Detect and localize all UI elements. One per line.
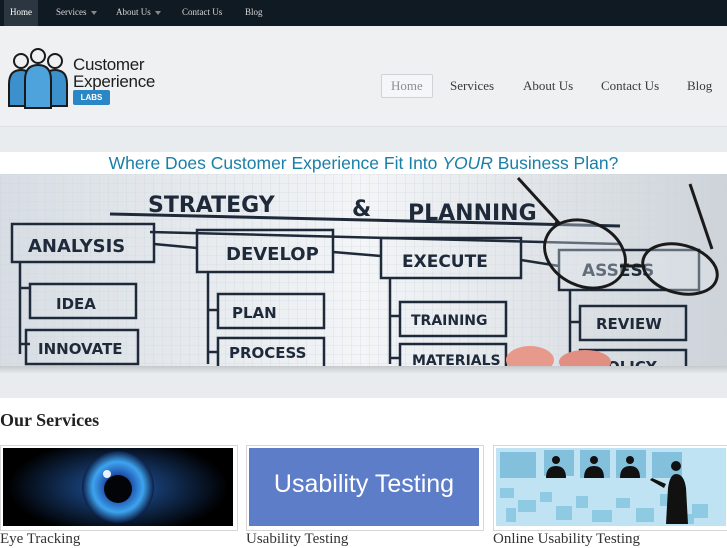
topbar-blog-link[interactable]: Blog	[245, 7, 263, 17]
eye-icon	[3, 448, 233, 526]
service-label-eye-tracking[interactable]: Eye Tracking	[0, 531, 81, 547]
hero-title-emphasis: YOUR	[442, 153, 493, 173]
logo-people-icon[interactable]	[6, 46, 70, 110]
hand-icon	[506, 346, 611, 368]
nav-contact-us[interactable]: Contact Us	[601, 78, 660, 93]
topbar-about-label: About Us	[116, 7, 151, 17]
sub-policy: POLICY	[596, 358, 658, 368]
chevron-down-icon	[90, 10, 97, 15]
glasses-icon	[516, 176, 719, 296]
column-execute: EXECUTE	[402, 252, 488, 272]
service-label-online-usability-testing[interactable]: Online Usability Testing	[493, 531, 640, 547]
logo-wordmark[interactable]: Customer Experience	[73, 56, 155, 90]
sub-idea: IDEA	[56, 295, 96, 313]
sub-process: PROCESS	[229, 344, 306, 362]
nav-home[interactable]: Home	[381, 74, 433, 98]
service-card-online-usability[interactable]	[493, 445, 727, 531]
hero-slider-image[interactable]: STRATEGY & PLANNING ANALYSIS	[0, 174, 727, 368]
eye-tracking-thumbnail[interactable]	[3, 448, 233, 526]
heading-strategy: STRATEGY	[148, 193, 276, 218]
logo-line-customer: Customer	[73, 55, 145, 74]
hero-shadow	[0, 366, 727, 374]
online-usability-thumbnail[interactable]	[496, 448, 726, 526]
sub-materials: MATERIALS	[412, 353, 501, 368]
usability-thumbnail-text: Usability Testing	[273, 470, 455, 498]
service-card-eye-tracking[interactable]	[0, 445, 238, 531]
logo-line-experience: Experience	[73, 72, 156, 91]
chevron-down-icon	[154, 10, 161, 15]
sub-innovate: INNOVATE	[38, 340, 123, 358]
service-card-usability-testing[interactable]: Usability Testing	[246, 445, 484, 531]
sub-training: TRAINING	[411, 313, 488, 329]
topbar-services-label: Services	[56, 7, 87, 17]
topbar-contact-link[interactable]: Contact Us	[182, 7, 223, 17]
strategy-whiteboard-illustration: STRATEGY & PLANNING ANALYSIS	[0, 174, 727, 368]
nav-blog[interactable]: Blog	[687, 78, 713, 93]
usability-testing-thumbnail[interactable]: Usability Testing	[249, 448, 479, 526]
top-navigation-bar: Home Services About Us Contact Us Blog	[0, 0, 727, 26]
column-develop: DEVELOP	[226, 244, 319, 265]
sub-plan: PLAN	[232, 304, 277, 322]
nav-services[interactable]: Services	[450, 78, 495, 93]
heading-ampersand: &	[352, 197, 371, 222]
hero-title: Where Does Customer Experience Fit Into …	[0, 152, 727, 174]
hero-title-suffix: Business Plan?	[492, 153, 619, 173]
topbar-home-link[interactable]: Home	[4, 0, 38, 26]
logo-labs-badge: LABS	[73, 90, 110, 105]
topbar-about-link[interactable]: About Us	[116, 0, 161, 26]
nav-about-us[interactable]: About Us	[523, 78, 574, 93]
hero-title-prefix: Where Does Customer Experience Fit Into	[108, 153, 443, 173]
topbar-services-link[interactable]: Services	[56, 0, 97, 26]
sub-review: REVIEW	[596, 315, 662, 333]
site-header: Customer Experience LABS Home Services A…	[0, 26, 727, 127]
our-services-heading: Our Services	[0, 410, 100, 430]
virtual-meeting-icon	[496, 448, 726, 526]
service-label-usability-testing[interactable]: Usability Testing	[246, 531, 349, 547]
column-analysis: ANALYSIS	[28, 236, 125, 257]
